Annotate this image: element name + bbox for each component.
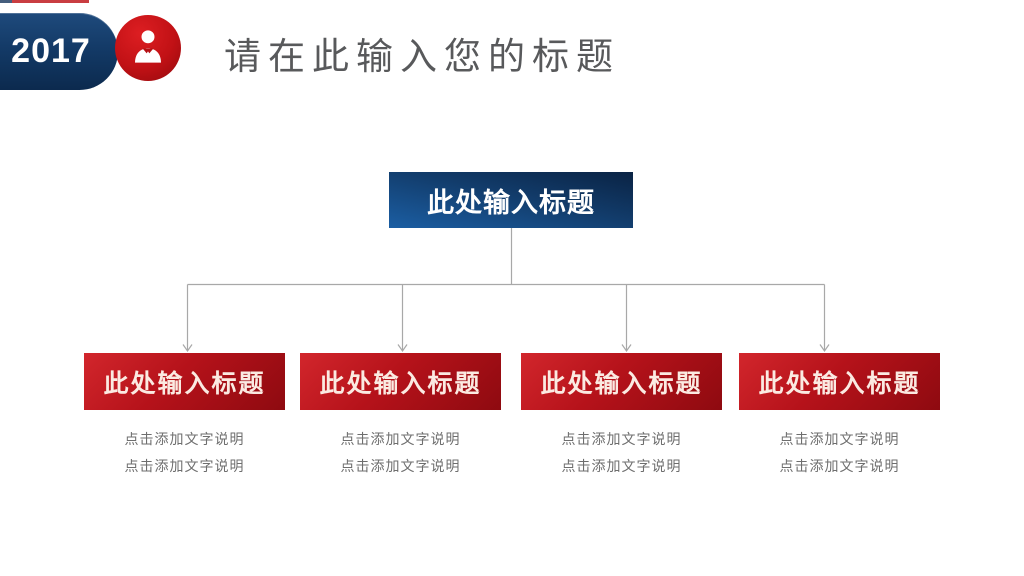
- person-icon: [129, 25, 167, 72]
- org-branch-captions-2[interactable]: 点击添加文字说明 点击添加文字说明: [300, 426, 501, 480]
- top-edge-navy-strip: [0, 0, 12, 3]
- caption-line: 点击添加文字说明: [340, 458, 461, 474]
- org-branch-label: 此处输入标题: [540, 369, 703, 398]
- org-root-label: 此处输入标题: [427, 187, 595, 218]
- caption-line: 点击添加文字说明: [779, 431, 900, 447]
- caption-line: 点击添加文字说明: [561, 458, 682, 474]
- caption-line: 点击添加文字说明: [779, 458, 900, 474]
- arrowhead-icon: [621, 344, 632, 353]
- org-branch-node-4[interactable]: 此处输入标题: [739, 353, 940, 410]
- org-branch-label: 此处输入标题: [319, 369, 482, 398]
- person-medallion: [115, 15, 181, 81]
- year-badge: 2017: [0, 13, 118, 90]
- year-badge-label: 2017: [11, 32, 91, 70]
- org-branch-node-1[interactable]: 此处输入标题: [84, 353, 285, 410]
- slide-title-placeholder[interactable]: 请在此输入您的标题: [224, 36, 620, 77]
- org-root-node[interactable]: 此处输入标题: [389, 172, 633, 228]
- caption-line: 点击添加文字说明: [124, 458, 245, 474]
- arrowhead-icon: [819, 344, 830, 353]
- top-edge-red-strip: [12, 0, 89, 3]
- arrowhead-icon: [182, 344, 193, 353]
- org-branch-node-2[interactable]: 此处输入标题: [300, 353, 501, 410]
- org-branch-node-3[interactable]: 此处输入标题: [521, 353, 722, 410]
- org-branch-captions-4[interactable]: 点击添加文字说明 点击添加文字说明: [739, 426, 940, 480]
- caption-line: 点击添加文字说明: [561, 431, 682, 447]
- org-branch-label: 此处输入标题: [758, 369, 921, 398]
- org-branch-captions-3[interactable]: 点击添加文字说明 点击添加文字说明: [521, 426, 722, 480]
- org-branch-captions-1[interactable]: 点击添加文字说明 点击添加文字说明: [84, 426, 285, 480]
- caption-line: 点击添加文字说明: [340, 431, 461, 447]
- arrowhead-icon: [397, 344, 408, 353]
- org-branch-label: 此处输入标题: [103, 369, 266, 398]
- caption-line: 点击添加文字说明: [124, 431, 245, 447]
